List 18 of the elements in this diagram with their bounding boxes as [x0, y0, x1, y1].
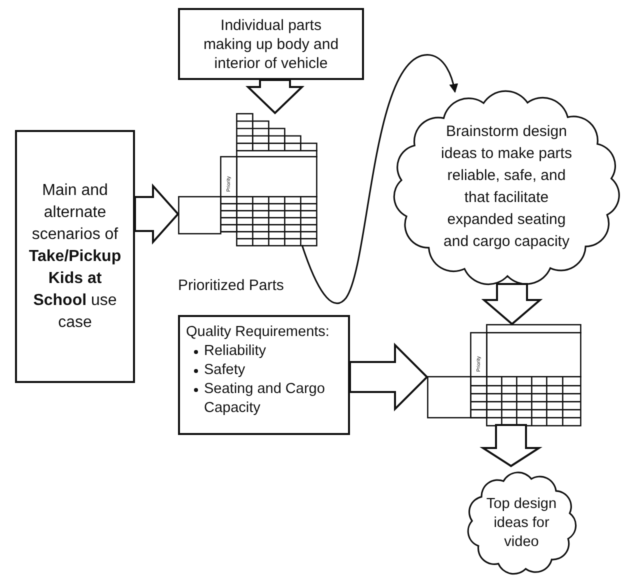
process-box	[178, 8, 364, 80]
node-label: Prioritized Parts	[178, 276, 284, 295]
block-arrow	[134, 183, 180, 245]
process-box	[15, 130, 135, 383]
requirements-box	[178, 315, 350, 435]
block-arrow	[481, 283, 543, 326]
block-arrow	[246, 79, 304, 114]
block-arrow	[480, 424, 542, 468]
box-heading: Quality Requirements:	[185, 323, 330, 342]
list-item: Reliability	[204, 342, 268, 361]
block-arrow	[349, 342, 428, 412]
box-text: Individual parts making up body and interior of vehicle	[202, 16, 340, 72]
cloud-text: Brainstorm design ideas to make parts reliable, safe, and that facilitate expanded seating and cargo capacity	[440, 122, 573, 252]
list-item: Safety	[204, 361, 246, 380]
list-item: Seating and Cargo Capacity	[204, 380, 326, 418]
curved-arrow	[301, 54, 458, 304]
box-text: Main and alternate scenarios of Take/Pickup Kids at School use case	[28, 180, 122, 332]
cloud-text: Top design ideas for video	[485, 495, 558, 552]
